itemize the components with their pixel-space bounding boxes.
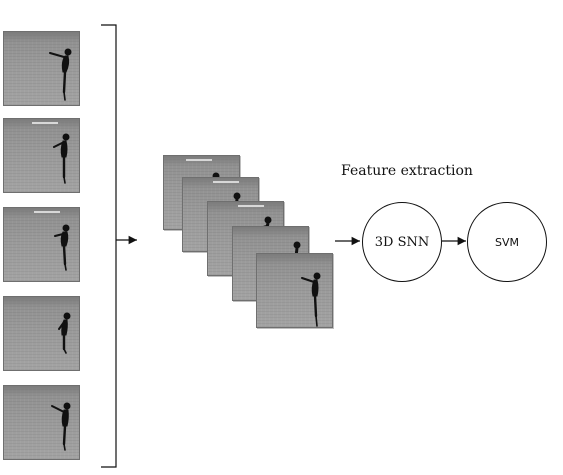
skater-figure-icon bbox=[53, 133, 70, 184]
skater-figure-icon bbox=[301, 272, 321, 327]
input-frame-2 bbox=[3, 118, 80, 193]
skater-figure-icon bbox=[54, 224, 70, 271]
snn-node: 3D SNN bbox=[362, 202, 442, 282]
stacked-frame-5 bbox=[256, 253, 333, 328]
skater-figure-icon bbox=[49, 48, 72, 101]
skater-figure-icon bbox=[58, 312, 71, 354]
skater-figure-icon bbox=[51, 402, 71, 451]
feature-extraction-label: Feature extraction bbox=[341, 163, 473, 179]
svm-node: SVM bbox=[467, 202, 547, 282]
svm-node-label: SVM bbox=[495, 235, 519, 249]
input-frame-3 bbox=[3, 207, 80, 282]
frame-bracket bbox=[101, 24, 117, 468]
input-frame-5 bbox=[3, 385, 80, 460]
input-frame-1 bbox=[3, 31, 80, 106]
input-frame-4 bbox=[3, 296, 80, 371]
snn-node-label: 3D SNN bbox=[374, 234, 430, 250]
